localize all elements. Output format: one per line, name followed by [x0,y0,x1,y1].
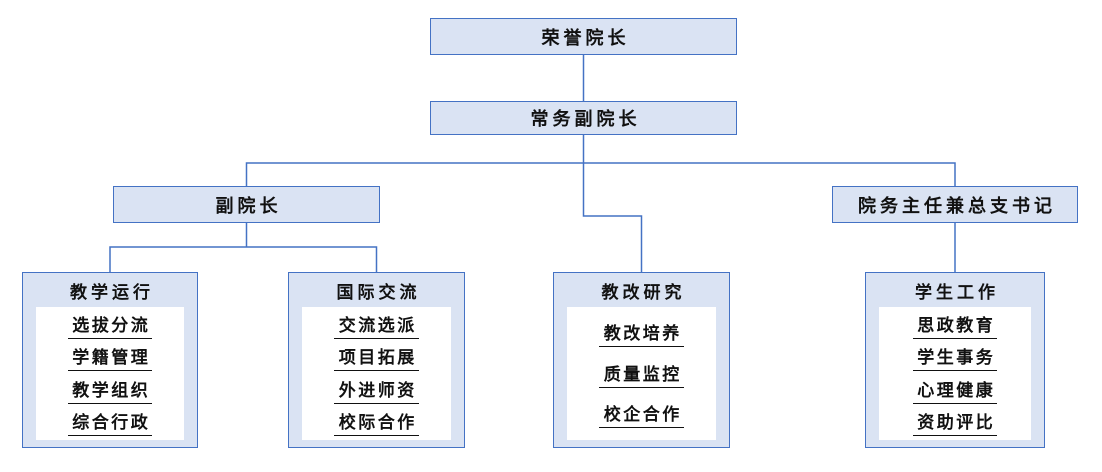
group-title: 国际交流 [336,282,421,302]
org-item: 质量监控 [599,360,684,388]
node-honorary-dean-label: 荣誉院长 [541,27,630,48]
org-item: 学生事务 [912,343,998,372]
org-item: 教学组织 [67,376,153,404]
node-executive-vice-dean-label: 常务副院长 [530,109,641,129]
group-student-affairs: 学生工作 思政教育 学生事务 心理健康 资助评比 [865,272,1045,448]
group-title: 学生工作 [915,282,999,302]
connector-executive-to-row [245,162,956,186]
org-item: 校际合作 [334,408,419,436]
node-office-director-label: 院务主任兼总支书记 [858,195,1056,216]
org-item: 交流选派 [334,311,419,340]
group-teaching-operations: 教学运行 选拔分流 学籍管理 教学组织 综合行政 [22,272,198,448]
group-title: 教改研究 [601,282,686,302]
org-item: 校企合作 [599,400,684,428]
group-item-list: 选拔分流 学籍管理 教学组织 综合行政 [36,307,184,440]
group-title: 教学运行 [70,282,154,302]
org-item: 综合行政 [67,408,153,436]
group-item-list: 教改培养 质量监控 校企合作 [567,307,716,440]
group-teaching-reform-research: 教改研究 教改培养 质量监控 校企合作 [553,272,730,448]
group-item-list: 交流选派 项目拓展 外进师资 校际合作 [302,307,451,440]
org-item: 教改培养 [599,319,684,348]
group-international-exchange: 国际交流 交流选派 项目拓展 外进师资 校际合作 [288,272,465,448]
node-vice-dean: 副院长 [113,186,380,223]
connector-vicedean-to-children [109,246,378,272]
org-item: 心理健康 [912,376,998,404]
org-item: 思政教育 [912,311,998,340]
group-item-list: 思政教育 学生事务 心理健康 资助评比 [879,307,1031,440]
org-item: 外进师资 [334,376,419,404]
node-honorary-dean: 荣誉院长 [430,18,737,55]
org-item: 项目拓展 [334,343,419,372]
node-vice-dean-label: 副院长 [215,195,282,216]
connector-executive-to-research [582,135,643,272]
node-executive-vice-dean: 常务副院长 [430,101,737,135]
org-item: 选拔分流 [67,311,153,340]
org-item: 资助评比 [912,408,998,436]
node-office-director: 院务主任兼总支书记 [832,186,1078,223]
org-item: 学籍管理 [67,343,153,372]
